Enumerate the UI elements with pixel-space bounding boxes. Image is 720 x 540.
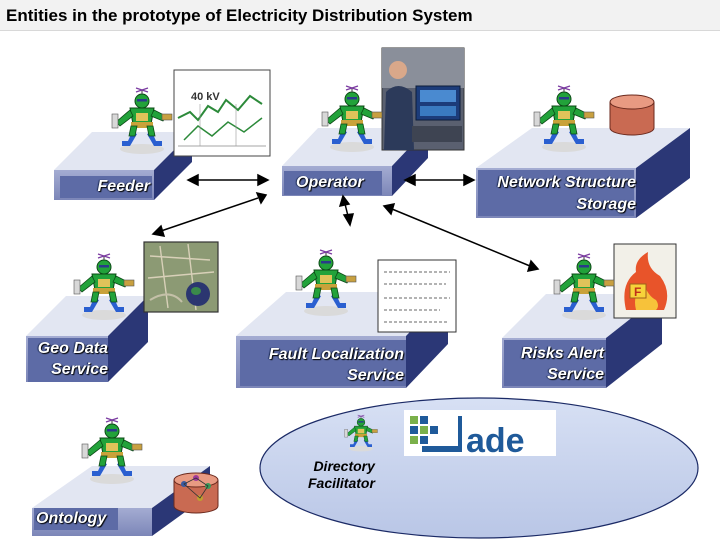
connection-arrows [151,173,540,272]
fire-badge: F [634,285,641,299]
feeder-label-box [60,176,152,198]
df-label-line2: Facilitator [308,475,375,491]
formula-image [377,259,457,333]
feeder-label: Feeder [97,178,150,195]
operator-label: Operator [296,174,364,191]
df-ellipse [259,397,699,539]
geo-label-line2: Service [51,361,108,378]
risks-label-box [504,340,606,386]
ontology-cylinder [173,472,219,514]
slide-title: Entities in the prototype of Electricity… [6,6,473,25]
ontology-label: Ontology [36,510,107,527]
network-storage-cylinder [609,94,655,136]
fault-label-line2: Service [347,367,404,384]
operator-photo [381,47,465,151]
voltage-chart-image: 40 kV [173,69,271,157]
jade-logo-text: ade [466,422,525,460]
operator-label-box [284,171,382,195]
network-label-box [478,170,634,216]
network-label-line2: Storage [576,196,636,213]
network-label-line1: Network Structure [497,174,636,191]
fault-label-box [240,340,406,386]
directory-facilitator-label: Directory Facilitator [308,458,375,492]
jade-logo: ade [404,410,556,460]
ontology-label-box [34,508,118,530]
map-image [143,241,219,313]
geo-label-box [28,338,108,382]
df-label-line1: Directory [313,458,375,474]
title-bar: Entities in the prototype of Electricity… [0,0,720,31]
voltage-label: 40 kV [191,91,220,103]
risks-label-line2: Service [547,366,604,383]
fire-image: F [613,243,677,319]
fault-label-line1: Fault Localization [268,346,404,363]
risks-label-line1: Risks Alert [521,345,604,362]
geo-label-line1: Geo Data [37,340,108,357]
